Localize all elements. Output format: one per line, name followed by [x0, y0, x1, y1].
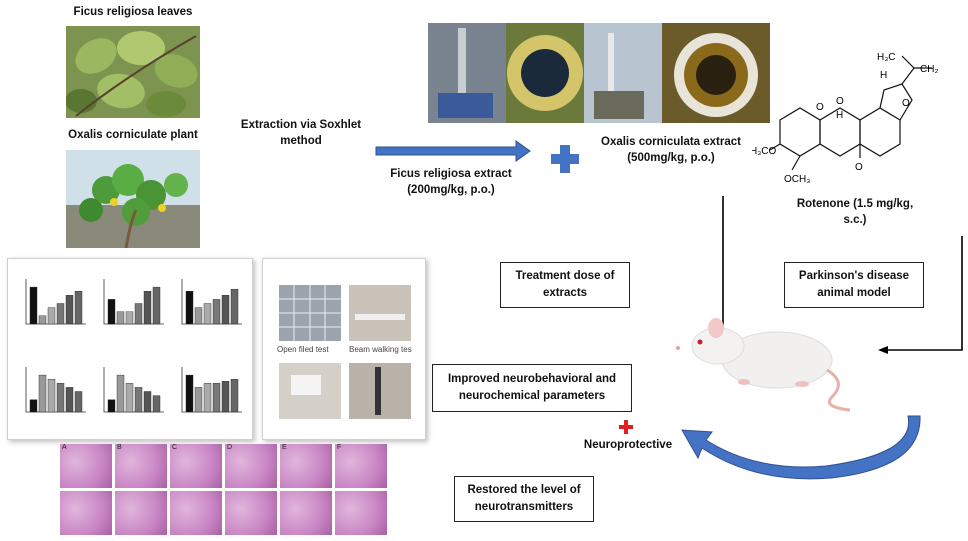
ficus-extract-label: Ficus religiosa extract (200mg/kg, p.o.) [390, 168, 512, 197]
mini-chart-bar [230, 288, 239, 325]
mini-chart-bar [116, 311, 125, 325]
behavior-tests-card: Open filed test Beam walking tes [262, 258, 426, 440]
histology-tile: C [170, 444, 222, 488]
mini-chart-bar [38, 315, 47, 325]
histology-panel-letter: A [62, 444, 67, 451]
ficus-leaves-photo [66, 26, 200, 118]
o1-text: O [816, 102, 824, 113]
o-ketone-text: O [855, 162, 863, 173]
behavior-test-beam-walking: Beam walking tes [349, 345, 412, 354]
histology-tile [280, 491, 332, 535]
red-cross-icon [619, 420, 633, 434]
mini-chart-bar [74, 291, 83, 325]
mini-chart-bar [107, 399, 116, 413]
mini-chart-bar [125, 383, 134, 413]
mini-chart-bar [143, 291, 152, 325]
histology-grid: A B C D E F [60, 444, 390, 540]
ficus-leaves-label: Ficus religiosa leaves [73, 6, 193, 18]
rotenone-label: Rotenone (1.5 mg/kg, s.c.) [796, 198, 914, 227]
och3-bottom-text: OCH₃ [784, 174, 810, 185]
o2-text: O [836, 96, 844, 107]
mini-chart-bar [56, 383, 65, 413]
mini-chart-bar [143, 391, 152, 413]
plus-icon [551, 145, 579, 173]
mini-chart-bar [212, 383, 221, 413]
neuroprotective-label: Neuroprotective [583, 439, 673, 451]
mini-chart-bar [185, 291, 194, 325]
improved-box: Improved neurobehavioral and neurochemic… [432, 364, 632, 412]
mini-chart-bar [203, 303, 212, 325]
histology-panel-letter: B [117, 444, 122, 451]
mini-chart-bar [29, 399, 38, 413]
mini-chart-bar [65, 295, 74, 325]
histology-panel-letter: F [337, 444, 342, 451]
histology-tile [170, 491, 222, 535]
histology-panel-letter: E [282, 444, 287, 451]
curved-arrow [681, 415, 921, 480]
rotenone-structure: H₃C CH₂ H H O O O O H₃CO OCH₃ [752, 52, 938, 185]
soxhlet-photos [428, 23, 770, 123]
mini-chart-bar [230, 378, 239, 413]
ch3-top-text: H₃C [877, 52, 896, 63]
extraction-label: Extraction via Soxhlet method [240, 119, 362, 148]
histology-tile: B [115, 444, 167, 488]
mini-chart-bar [134, 303, 143, 325]
restored-box: Restored the level of neurotransmitters [454, 476, 594, 522]
mini-chart-bar [65, 387, 74, 413]
oxalis-plant-label: Oxalis corniculate plant [68, 129, 198, 141]
oxalis-plant-photo [66, 150, 200, 248]
histology-tile [115, 491, 167, 535]
mini-chart-bar [152, 286, 161, 325]
h-text: H [880, 70, 887, 81]
histology-panel-letter: D [227, 444, 233, 451]
bar-charts-card [7, 258, 253, 440]
mini-chart-bar [134, 387, 143, 413]
mini-chart-bar [185, 374, 194, 413]
rat-image [676, 318, 851, 412]
mini-chart-bar [221, 295, 230, 325]
mini-chart-bar [116, 374, 125, 413]
pd-model-box: Parkinson's disease animal model [784, 262, 924, 308]
histology-tile [60, 491, 112, 535]
behavior-test-open-field: Open filed test [277, 345, 329, 354]
och3-left-text: H₃CO [752, 146, 777, 157]
treatment-box: Treatment dose of extracts [500, 262, 630, 308]
histology-tile: F [335, 444, 387, 488]
mini-chart-bar [56, 303, 65, 325]
mini-chart-bar [212, 299, 221, 325]
mini-chart-bar [125, 311, 134, 325]
o3-text: O [902, 98, 910, 109]
histology-tile: A [60, 444, 112, 488]
mini-chart-bar [29, 286, 38, 325]
histology-tile: E [280, 444, 332, 488]
histology-panel-letter: C [172, 444, 178, 451]
mini-chart-bar [203, 383, 212, 413]
ch2-text: CH₂ [920, 64, 938, 75]
mini-chart-bar [74, 391, 83, 413]
h-lower-text: H [836, 110, 843, 121]
mini-chart-bar [47, 378, 56, 413]
mini-chart-bar [47, 307, 56, 325]
mini-chart-bar [152, 395, 161, 413]
oxalis-extract-label: Oxalis corniculata extract (500mg/kg, p.… [601, 136, 741, 165]
mini-chart-bar [194, 307, 203, 325]
histology-tile [225, 491, 277, 535]
histology-tile: D [225, 444, 277, 488]
mini-chart-bar [221, 381, 230, 413]
flow-arrow-right [375, 140, 531, 162]
histology-tile [335, 491, 387, 535]
mini-chart-bar [107, 299, 116, 325]
mini-chart-bar [38, 374, 47, 413]
mini-chart-bar [194, 387, 203, 413]
